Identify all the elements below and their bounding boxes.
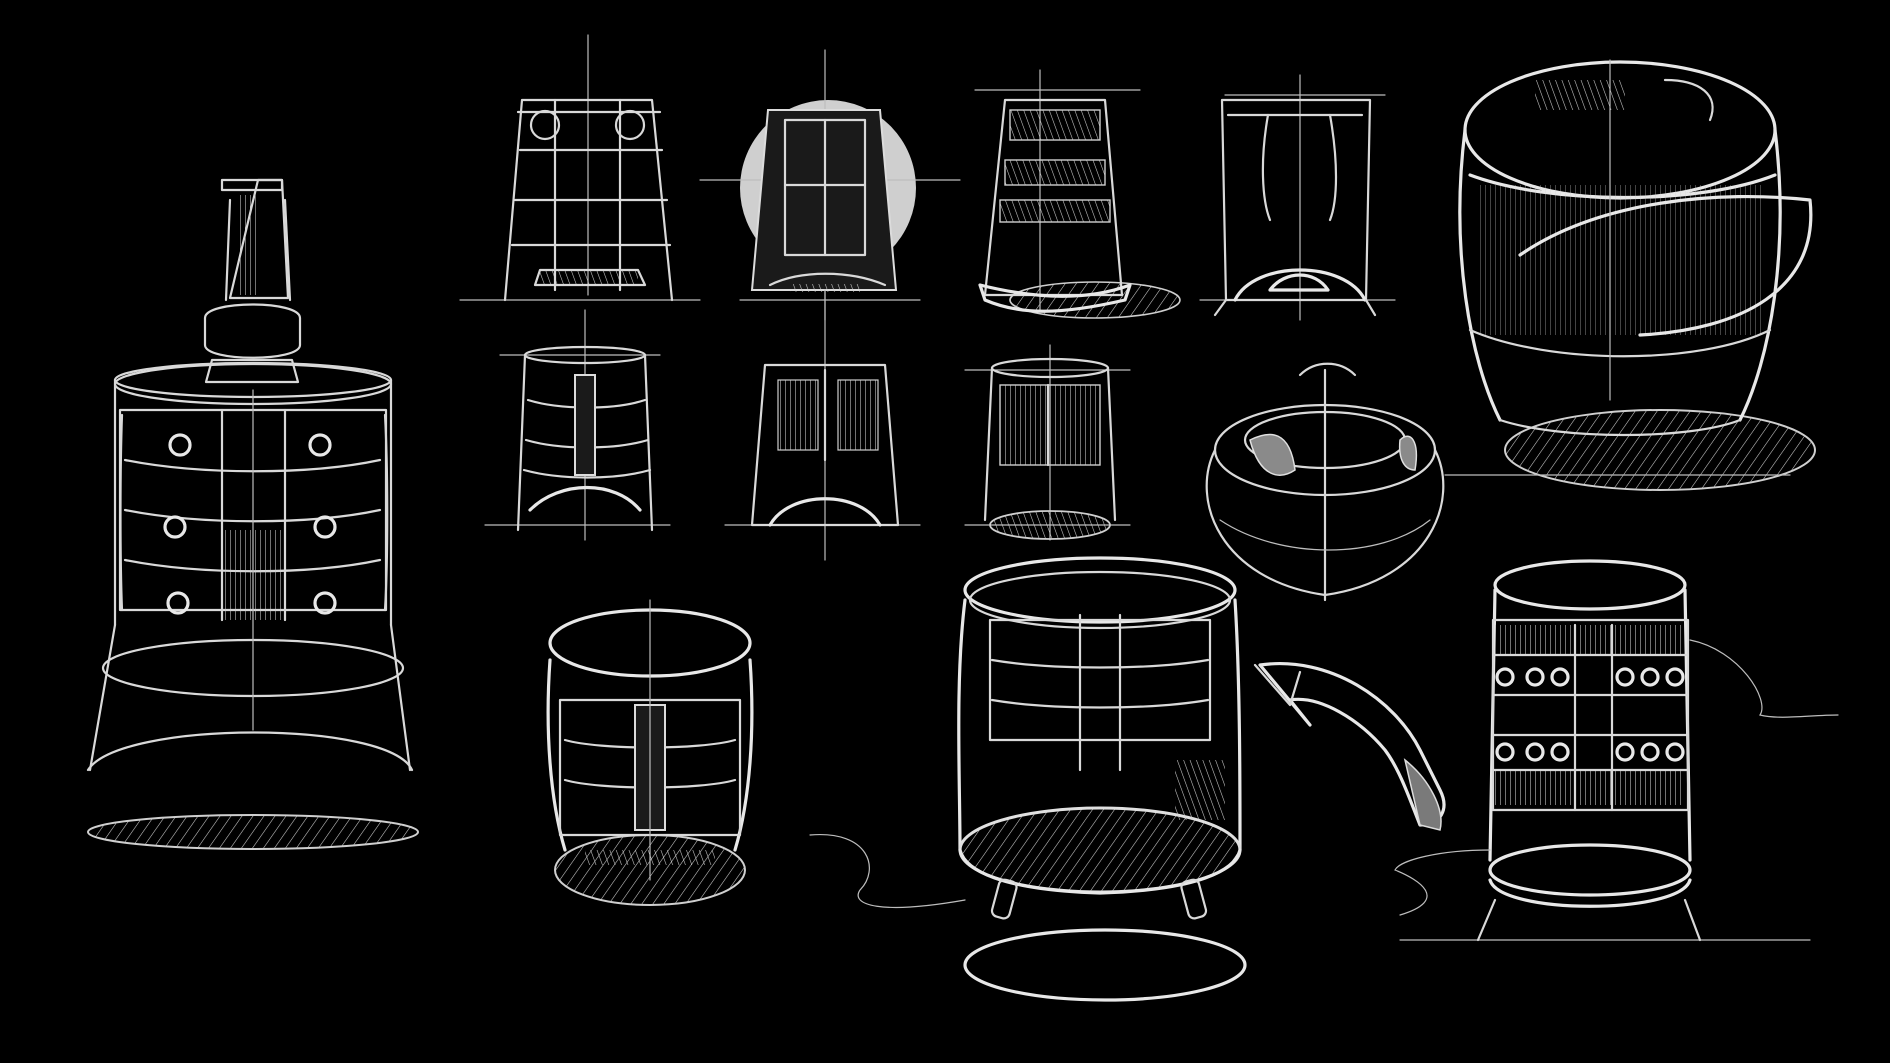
- frame-front-view-6: [724, 289, 921, 561]
- rounded-cabinet-perspective: [1444, 59, 1816, 491]
- bowl-shape-sketch: [1205, 362, 1445, 602]
- frame-front-view-circle: [699, 49, 961, 321]
- small-round-cabinet: [546, 599, 754, 906]
- frame-front-view-7: [964, 344, 1131, 541]
- tall-cabinet-with-chimney: [86, 178, 419, 850]
- frame-front-view-5: [484, 309, 671, 541]
- frame-front-view-3: [974, 69, 1181, 319]
- frame-front-view-1: [459, 34, 701, 302]
- arrow-annotation: [1253, 662, 1446, 831]
- large-bucket-cabinet: [809, 556, 1247, 1002]
- frame-front-view-4: [1199, 74, 1396, 321]
- drum-cabinet-with-legs: [1394, 559, 1839, 942]
